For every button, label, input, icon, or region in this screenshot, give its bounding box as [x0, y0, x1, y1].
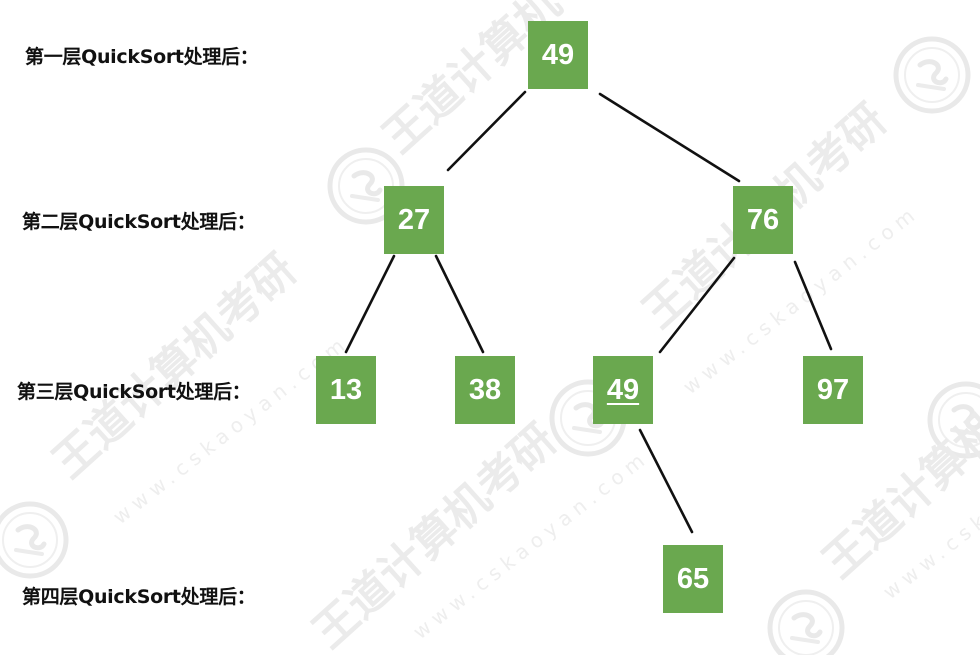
- tree-node-97: 97: [803, 356, 863, 424]
- level-label-2: 第二层QuickSort处理后：: [22, 211, 256, 233]
- node-value: 97: [816, 373, 850, 406]
- node-value: 49: [541, 38, 575, 71]
- tree-node-38: 38: [455, 356, 515, 424]
- tree-node-root: 49: [528, 21, 588, 89]
- tree-node-65: 65: [663, 545, 723, 613]
- edge-76-to-49: [658, 256, 736, 354]
- node-value: 27: [397, 203, 431, 236]
- node-value: 49: [606, 373, 640, 406]
- level-label-3: 第三层QuickSort处理后：: [17, 381, 251, 403]
- node-value: 38: [468, 373, 502, 406]
- node-value: 13: [329, 373, 363, 406]
- edge-root-to-27: [446, 90, 527, 172]
- tree-node-76: 76: [733, 186, 793, 254]
- tree-node-13: 13: [316, 356, 376, 424]
- edge-root-to-76: [598, 92, 741, 183]
- level-label-1: 第一层QuickSort处理后：: [25, 46, 259, 68]
- level-label-4: 第四层QuickSort处理后：: [22, 586, 256, 608]
- edge-27-to-38: [434, 254, 485, 354]
- node-value: 65: [676, 562, 710, 595]
- tree-node-49-pivot: 49: [593, 356, 653, 424]
- node-value: 76: [746, 203, 780, 236]
- edge-27-to-13: [344, 254, 396, 354]
- tree-node-27: 27: [384, 186, 444, 254]
- edge-76-to-97: [793, 260, 833, 351]
- edge-49-to-65: [638, 428, 694, 534]
